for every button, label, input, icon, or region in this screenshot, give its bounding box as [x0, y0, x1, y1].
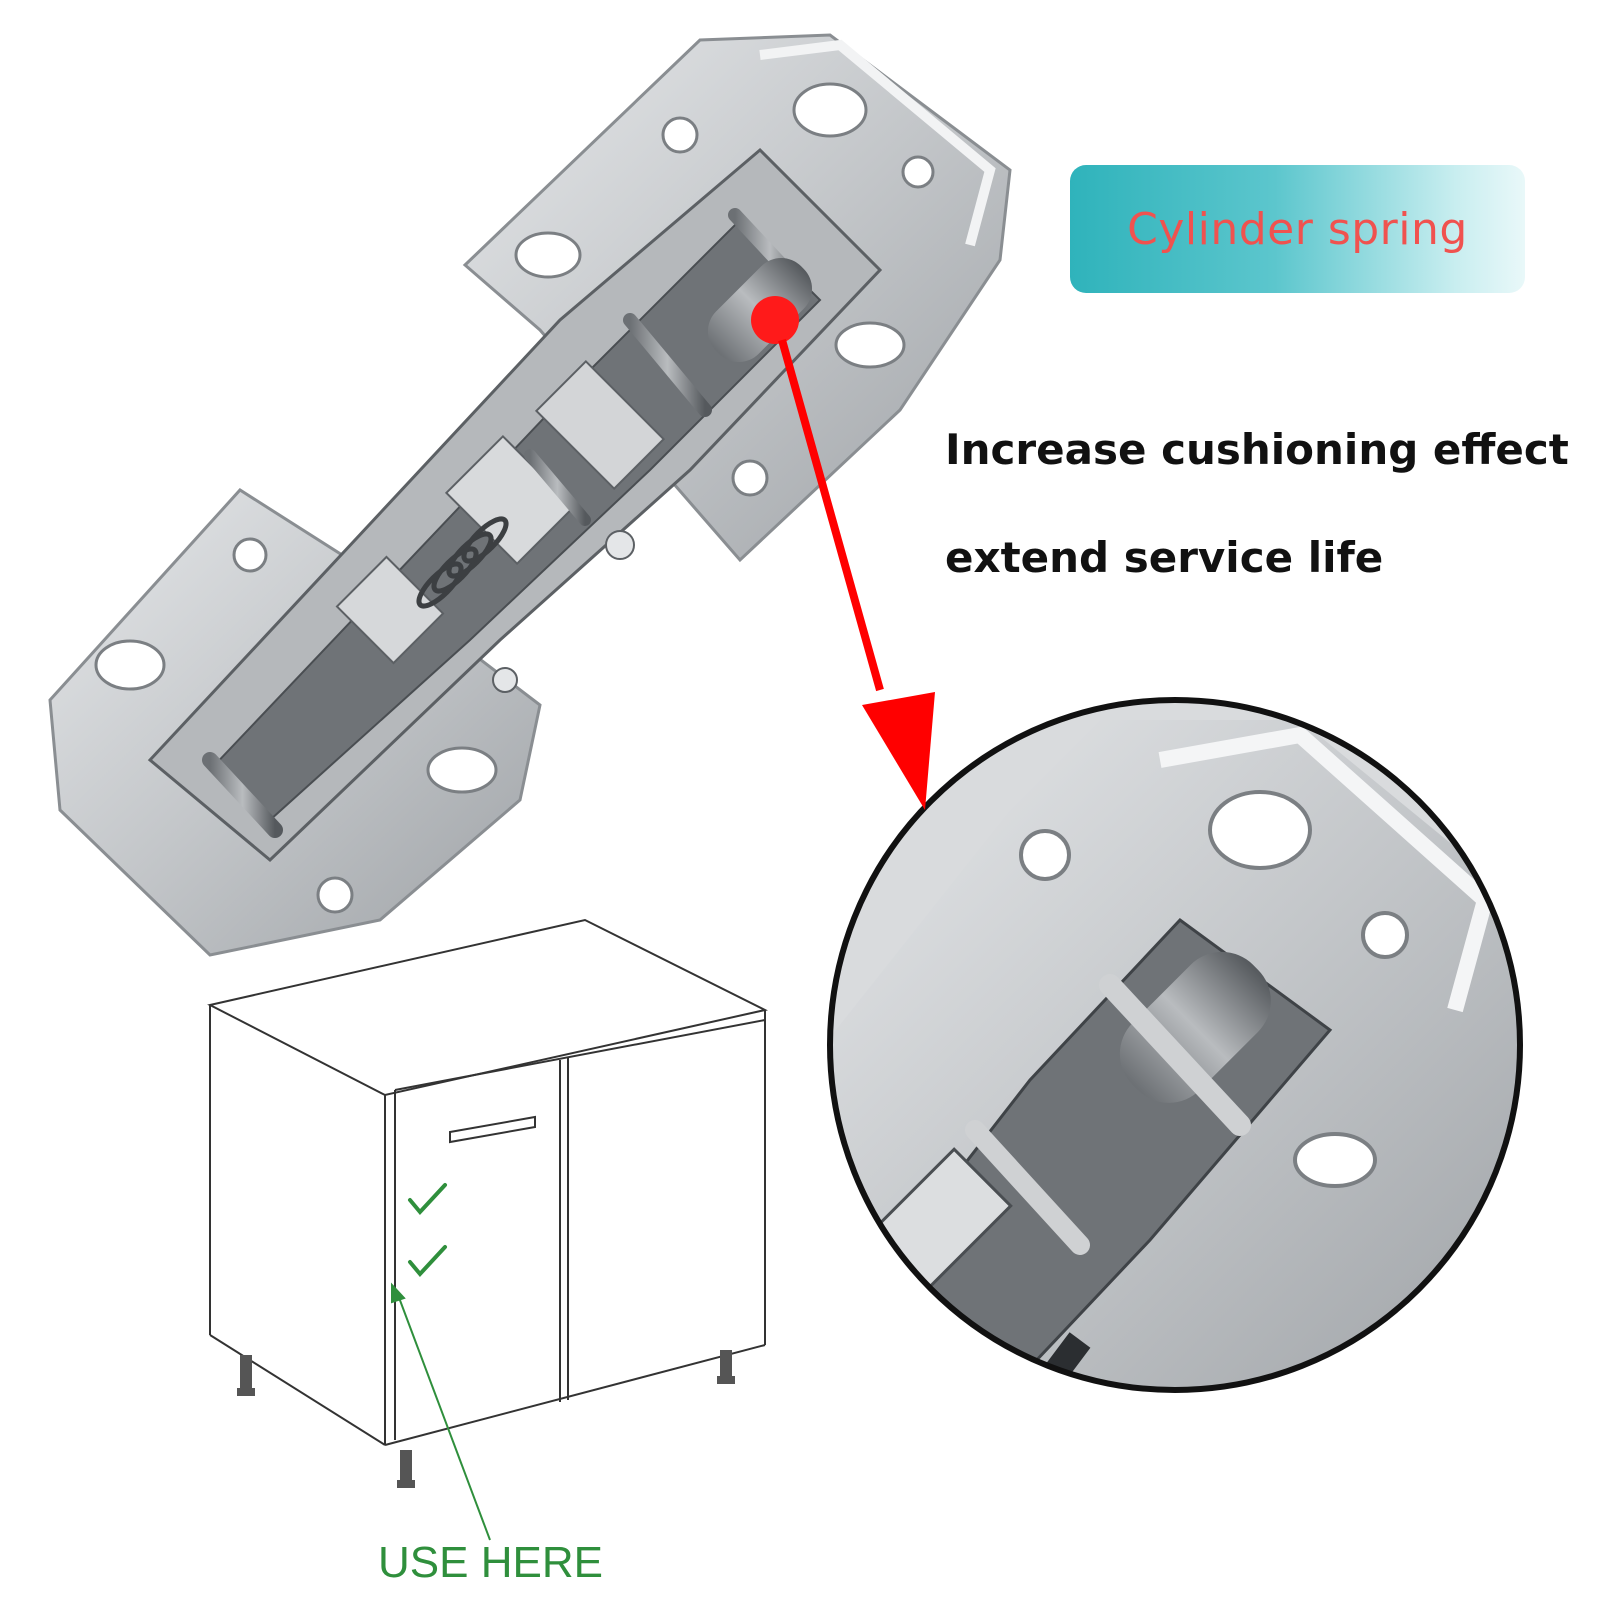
cabinet-outline: [207, 918, 768, 1446]
use-here-pointer: [391, 1282, 491, 1541]
cylinder-spring-badge: Cylinder spring: [1070, 165, 1525, 293]
arrow-shaft: [778, 338, 884, 692]
use-here-label: USE HERE: [378, 1538, 603, 1587]
benefit-service-life: extend service life: [945, 533, 1384, 582]
zoom-detail-image: [830, 700, 1520, 1390]
benefit-cushioning: Increase cushioning effect: [945, 425, 1569, 474]
red-dot-marker: [751, 296, 799, 344]
spring-coils: [416, 516, 509, 609]
check-marks: [408, 1183, 447, 1278]
check-mark-icon: [408, 1245, 447, 1278]
cabinet-legs: [237, 1350, 735, 1488]
arrow-head-icon: [862, 692, 935, 810]
check-mark-icon: [408, 1183, 447, 1216]
cylinder-spring-label: Cylinder spring: [1127, 203, 1468, 255]
pointer-arrow-head-icon: [391, 1282, 406, 1304]
zoom-circle-outline: [827, 697, 1523, 1393]
